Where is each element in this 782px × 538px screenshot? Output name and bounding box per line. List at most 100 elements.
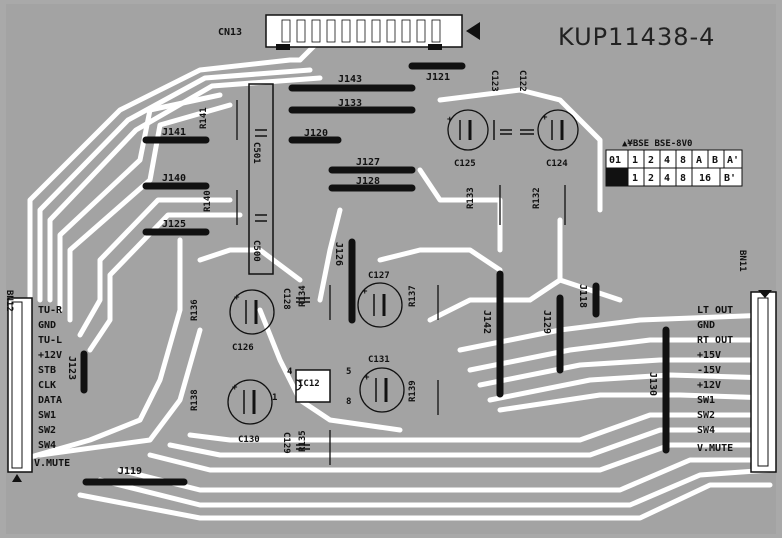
cap-label: C124: [546, 159, 568, 169]
bn11-pin-label: +12V: [697, 380, 721, 391]
bn12-pin-label: SW4: [38, 440, 56, 451]
bn12-pin1-triangle-icon: [12, 474, 22, 482]
cap-label: C122: [517, 70, 527, 92]
resistor-label: R132: [532, 187, 542, 209]
bse-cell: 16: [699, 173, 711, 184]
bn11-pin-label: GND: [697, 320, 715, 331]
board-substrate: [6, 4, 776, 534]
cap-label: C128: [281, 288, 291, 310]
bse-header: ▲¥BSE BSE-8V0: [622, 139, 692, 149]
ic-pin-label: 5: [346, 367, 351, 377]
ic12: IC12 4 5 1 8: [272, 367, 351, 407]
bse-cell: B': [724, 173, 736, 184]
bn12-pin-label: TU-R: [38, 305, 63, 316]
bn11-pin-label: +15V: [697, 350, 721, 361]
cap-label: C123: [489, 70, 499, 92]
cap-label: C500: [251, 240, 261, 262]
bse-table: ▲¥BSE BSE-8V0 01 1 2 4 8 A B A' 1 2 4 8 …: [605, 139, 743, 187]
jumper-label: J143: [338, 74, 362, 85]
bse-cell: 2: [648, 173, 654, 184]
resistor-label: R141: [199, 107, 209, 129]
cap-label: C130: [238, 435, 260, 445]
resistor-label: R139: [408, 380, 418, 402]
resistor-label: R134: [298, 285, 308, 307]
svg-text:+: +: [232, 383, 238, 393]
jumper-label: J133: [338, 98, 362, 109]
bn11-pin-label: -15V: [697, 365, 721, 376]
cap-label: C501: [251, 142, 261, 164]
bn12-pin-label: DATA: [38, 395, 62, 406]
board-id-text: KUP11438-4: [558, 23, 715, 51]
bn11-pin-label: RT OUT: [697, 335, 733, 346]
bn11-label: BN11: [737, 250, 747, 272]
jumper-label: J140: [162, 173, 186, 184]
jumper-label: J129: [541, 310, 552, 334]
bse-cell: A': [727, 155, 739, 166]
jumper-label: J128: [356, 176, 380, 187]
svg-text:+: +: [234, 293, 240, 303]
ic-label: IC12: [298, 379, 320, 389]
bn12-pin-label: GND: [38, 320, 56, 331]
bn12-pin-label: STB: [38, 365, 56, 376]
bn11-pin-label: V.MUTE: [697, 443, 733, 454]
cap-label: C129: [281, 432, 291, 454]
resistor-label: R137: [408, 285, 418, 307]
bn11-pin-label: LT OUT: [697, 305, 733, 316]
bn11-pin-labels: LT OUT GND RT OUT +15V -15V +12V SW1 SW2…: [697, 305, 733, 454]
bn11-pin1-triangle-icon: [758, 290, 772, 298]
svg-text:+: +: [447, 115, 453, 125]
resistor-label: R138: [190, 389, 200, 411]
bse-cell: 4: [664, 173, 670, 184]
bn12-pin-label: SW1: [38, 410, 56, 421]
ic-pin-label: 8: [346, 397, 351, 407]
jumper-label: J125: [162, 219, 186, 230]
jumper-label: J130: [647, 372, 658, 396]
jumper-label: J118: [577, 284, 588, 308]
bn12-pin-label: +12V: [38, 350, 62, 361]
svg-text:+: +: [542, 113, 548, 123]
bn12-pin-label: TU-L: [38, 335, 62, 346]
bse-cell: 1: [632, 173, 638, 184]
bn12-connector: BN12 TU-R GND TU-L +12V STB CLK DATA SW1…: [4, 290, 70, 482]
cn13-label: CN13: [218, 27, 242, 38]
svg-text:+: +: [364, 373, 370, 383]
c501-c500-block: C501 C500: [248, 83, 274, 275]
jumper-label: J126: [333, 242, 344, 266]
bn11-connector: BN11 LT OUT GND RT OUT +15V -15V +12V SW…: [697, 250, 777, 473]
ic-pin-label: 4: [287, 367, 293, 377]
jumper-label: J120: [304, 128, 328, 139]
bse-cell: 4: [664, 155, 670, 166]
pin1-triangle-icon: [466, 22, 480, 40]
bse-cell: 8: [680, 173, 686, 184]
jumper-labels: J143 J133 J120 J121 J141 J140 J125 J127 …: [66, 72, 658, 477]
bse-cell: 2: [648, 155, 654, 166]
resistor-label: R140: [203, 190, 213, 212]
bn12-pin-labels: TU-R GND TU-L +12V STB CLK DATA SW1 SW2 …: [34, 305, 70, 469]
electrolytic-cap: + C124: [537, 109, 579, 169]
resistor-label: R135: [298, 430, 308, 452]
ic-pin-label: 1: [272, 393, 277, 403]
bn11-pin-label: SW4: [697, 425, 715, 436]
resistor-label: R133: [466, 187, 476, 209]
cn13-connector: CN13: [218, 14, 480, 50]
cap-label: C131: [368, 355, 390, 365]
cap-label: C127: [368, 271, 390, 281]
jumpers: [80, 62, 670, 486]
electrolytic-capacitors: + C125 + C124 + C127 + C126: [227, 109, 579, 445]
bse-cell: B: [712, 155, 718, 166]
resistor-label: R136: [190, 299, 200, 321]
jumper-label: J142: [481, 310, 492, 334]
bn11-pin-label: SW1: [697, 395, 715, 406]
resistors: R141 R140 R133 R132 R134 R137 R136 R138 …: [190, 100, 566, 465]
bn11-pin-label: SW2: [697, 410, 715, 421]
bn12-pin-label: CLK: [38, 380, 56, 391]
bn12-pin-label: V.MUTE: [34, 458, 70, 469]
bn12-pin-label: SW2: [38, 425, 56, 436]
copper-traces: [17, 37, 773, 521]
bse-cell: A: [696, 155, 702, 166]
cap-label: C125: [454, 159, 476, 169]
electrolytic-cap: + C131: [359, 355, 405, 413]
jumper-label: J127: [356, 157, 380, 168]
